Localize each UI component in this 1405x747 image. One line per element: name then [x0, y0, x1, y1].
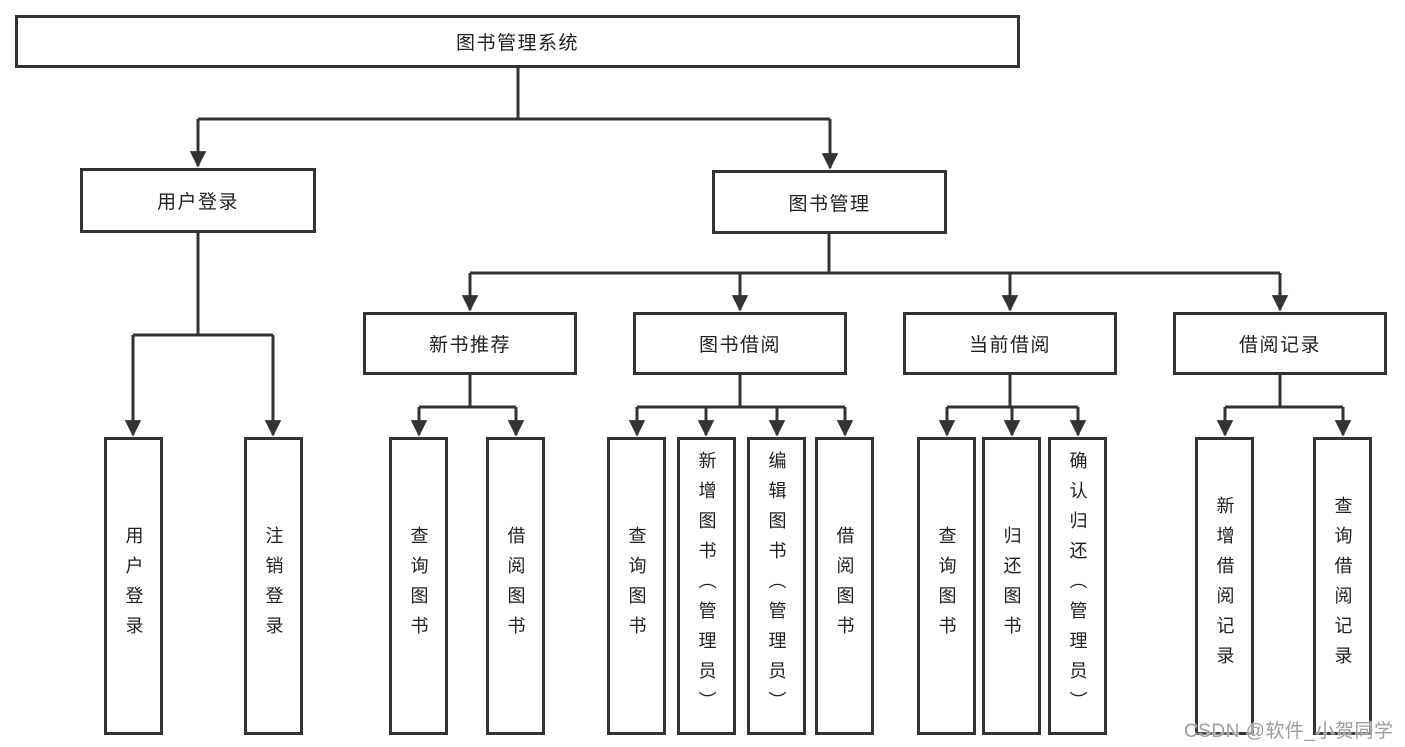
leaf-query-books-current: 查询图书 — [917, 437, 976, 735]
leaf-query-books-borrow-label: 查询图书 — [626, 526, 647, 646]
node-root: 图书管理系统 — [15, 15, 1020, 68]
node-new-book-recommend-label: 新书推荐 — [428, 335, 511, 356]
leaf-query-books-recommend: 查询图书 — [389, 437, 448, 735]
leaf-confirm-return-admin: 确认归还（管理员） — [1048, 437, 1107, 735]
leaf-edit-book-admin: 编辑图书（管理员） — [747, 437, 806, 735]
node-user-login-label: 用户登录 — [156, 192, 239, 213]
leaf-borrow-books-label: 借阅图书 — [834, 526, 855, 646]
leaf-add-borrow-record: 新增借阅记录 — [1195, 437, 1254, 735]
node-borrow-records-label: 借阅记录 — [1238, 335, 1321, 356]
leaf-confirm-return-admin-label: 确认归还（管理员） — [1067, 451, 1088, 721]
leaf-return-book-label: 归还图书 — [1001, 526, 1022, 646]
leaf-query-books-borrow: 查询图书 — [607, 437, 666, 735]
leaf-add-book-admin: 新增图书（管理员） — [677, 437, 736, 735]
node-root-label: 图书管理系统 — [455, 33, 579, 54]
node-user-login: 用户登录 — [80, 168, 316, 233]
node-book-management-label: 图书管理 — [788, 193, 871, 215]
leaf-query-borrow-record: 查询借阅记录 — [1313, 437, 1372, 735]
node-new-book-recommend: 新书推荐 — [363, 312, 577, 375]
leaf-add-book-admin-label: 新增图书（管理员） — [696, 451, 717, 721]
leaf-user-login-label: 用户登录 — [123, 526, 144, 646]
tree-connectors — [124, 68, 1352, 437]
watermark: CSDN @软件_小贺同学 — [1184, 721, 1394, 742]
node-book-borrow-label: 图书借阅 — [698, 335, 781, 356]
leaf-borrow-books-recommend-label: 借阅图书 — [505, 526, 526, 646]
node-book-borrow: 图书借阅 — [633, 312, 847, 375]
leaf-query-books-recommend-label: 查询图书 — [408, 526, 429, 646]
leaf-query-books-current-label: 查询图书 — [936, 526, 957, 646]
node-current-borrow: 当前借阅 — [903, 312, 1117, 375]
leaf-return-book: 归还图书 — [982, 437, 1041, 735]
node-borrow-records: 借阅记录 — [1173, 312, 1387, 375]
leaf-edit-book-admin-label: 编辑图书（管理员） — [766, 451, 787, 721]
node-book-management: 图书管理 — [712, 170, 947, 234]
leaf-query-borrow-record-label: 查询借阅记录 — [1332, 496, 1353, 676]
leaf-user-login: 用户登录 — [104, 437, 163, 735]
leaf-logout: 注销登录 — [244, 437, 303, 735]
leaf-add-borrow-record-label: 新增借阅记录 — [1214, 496, 1235, 676]
leaf-logout-label: 注销登录 — [263, 526, 284, 646]
leaf-borrow-books-recommend: 借阅图书 — [486, 437, 545, 735]
node-current-borrow-label: 当前借阅 — [968, 335, 1051, 356]
leaf-borrow-books: 借阅图书 — [815, 437, 874, 735]
